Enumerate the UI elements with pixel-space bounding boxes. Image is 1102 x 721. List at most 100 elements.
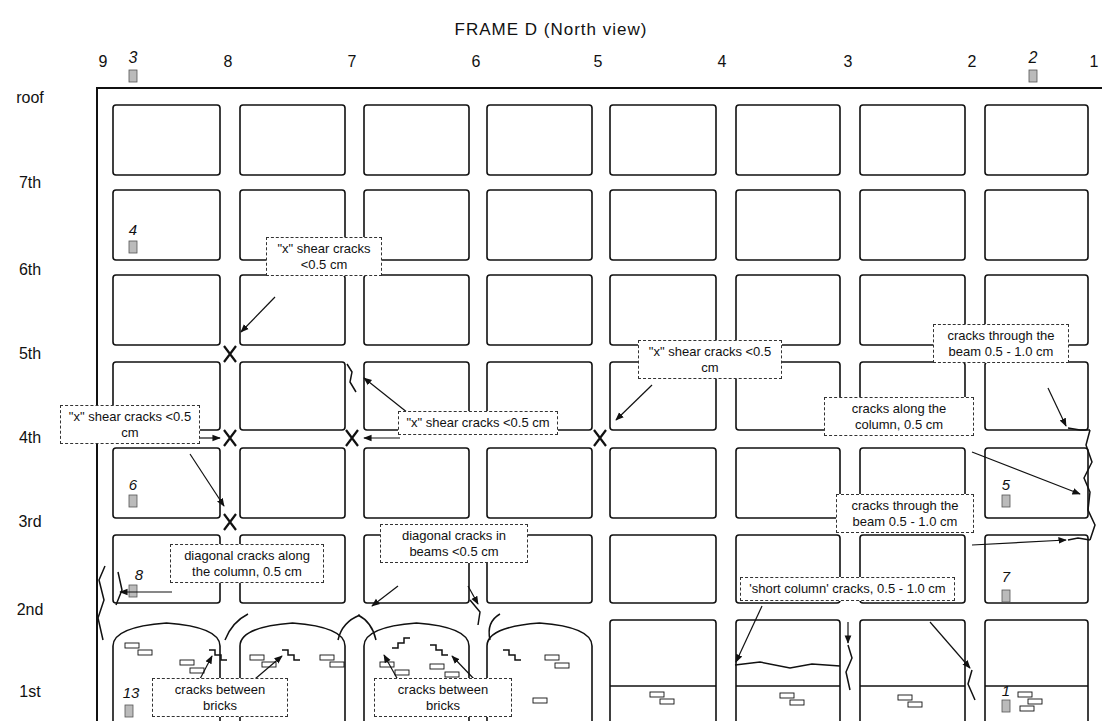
callout-box: diagonal cracks along the column, 0.5 cm: [170, 544, 324, 583]
gauge-marker: [1002, 590, 1010, 602]
window-opening: [610, 535, 716, 603]
callout-text: diagonal cracks along the column, 0.5 cm: [176, 548, 318, 579]
callout-number: 13: [123, 685, 140, 700]
window-opening: [113, 275, 220, 345]
callout-number: 4: [129, 222, 137, 237]
window-opening: [736, 448, 840, 518]
callout-number: 8: [135, 567, 143, 582]
brick: [1018, 692, 1032, 697]
brick: [545, 655, 559, 660]
window-opening: [610, 190, 716, 260]
brick: [180, 660, 194, 665]
floor-label: 2nd: [17, 602, 44, 618]
callout-box: cracks along the column, 0.5 cm: [824, 397, 974, 436]
grid-number: 6: [472, 54, 481, 70]
grid-number: 8: [224, 54, 233, 70]
ground-opening: [736, 620, 840, 721]
brick: [533, 698, 547, 703]
brick: [650, 692, 664, 697]
window-opening: [985, 105, 1088, 175]
brick: [445, 672, 459, 677]
brick: [908, 702, 922, 707]
callout-box: "x" shear cracks <0.5 cm: [266, 237, 382, 276]
callout-number: 3: [129, 50, 138, 66]
window-opening: [240, 275, 345, 345]
infill-line: [860, 685, 965, 687]
brick: [790, 700, 804, 705]
window-opening: [364, 448, 469, 518]
infill-line: [736, 685, 840, 687]
brick: [1028, 699, 1042, 704]
gauge-marker: [129, 495, 137, 507]
floor-label: roof: [16, 90, 44, 106]
floor-label: 4th: [19, 430, 41, 446]
window-opening: [113, 190, 220, 260]
ground-opening: [985, 620, 1088, 721]
window-opening: [240, 448, 345, 518]
brick: [660, 699, 674, 704]
callout-box: "x" shear cracks <0.5 cm: [638, 340, 782, 379]
callout-box: "x" shear cracks <0.5 cm: [398, 411, 558, 435]
callout-box: "x" shear cracks <0.5 cm: [60, 405, 200, 444]
window-opening: [610, 105, 716, 175]
callout-text: diagonal cracks in beams <0.5 cm: [386, 528, 522, 559]
grid-number: 7: [348, 54, 357, 70]
window-opening: [240, 362, 345, 430]
window-opening: [487, 105, 592, 175]
floor-label: 7th: [19, 175, 41, 191]
gauge-marker: [1002, 495, 1010, 507]
window-opening: [364, 275, 469, 345]
gauge-marker: [1029, 70, 1037, 82]
infill-line: [985, 685, 1088, 687]
window-opening: [364, 105, 469, 175]
grid-number: 1: [1090, 54, 1099, 70]
grid-number: 4: [718, 54, 727, 70]
gauge-marker: [1002, 700, 1010, 712]
brick: [380, 662, 394, 667]
ground-opening: [860, 620, 965, 721]
brick: [395, 670, 409, 675]
window-opening: [985, 362, 1088, 430]
brick: [190, 668, 204, 673]
brick: [138, 650, 152, 655]
window-opening: [985, 448, 1088, 518]
window-opening: [610, 448, 716, 518]
x-shear-marks: [224, 346, 606, 530]
infill-line: [610, 685, 716, 687]
window-opening: [610, 275, 716, 345]
callout-text: 'short column' cracks, 0.5 - 1.0 cm: [746, 581, 949, 597]
callout-box: cracks through the beam 0.5 - 1.0 cm: [933, 324, 1069, 363]
callout-text: "x" shear cracks <0.5 cm: [404, 415, 552, 431]
callout-number: 7: [1002, 569, 1010, 584]
window-opening: [736, 105, 840, 175]
gauge-marker: [129, 585, 137, 597]
gauge-markers: [125, 70, 1037, 717]
window-opening: [113, 448, 220, 518]
brick: [430, 664, 444, 669]
floor-label: 1st: [19, 684, 40, 700]
callout-text: cracks along the column, 0.5 cm: [830, 401, 968, 432]
callout-number: 6: [129, 477, 137, 492]
brick: [555, 663, 569, 668]
callout-text: "x" shear cracks <0.5 cm: [66, 409, 194, 440]
gauge-marker: [129, 241, 137, 253]
window-opening: [985, 535, 1088, 603]
callout-number: 5: [1002, 477, 1010, 492]
callout-box: cracks between bricks: [374, 678, 512, 717]
brick: [250, 655, 264, 660]
window-opening: [736, 275, 840, 345]
callout-text: "x" shear cracks <0.5 cm: [272, 241, 376, 272]
callout-text: cracks between bricks: [158, 682, 282, 713]
grid-number: 5: [594, 54, 603, 70]
window-opening: [487, 275, 592, 345]
floor-label: 6th: [19, 262, 41, 278]
window-opening: [240, 105, 345, 175]
window-openings: [113, 105, 1088, 721]
floor-label: 5th: [19, 346, 41, 362]
callout-box: cracks through the beam 0.5 - 1.0 cm: [836, 494, 974, 533]
callout-text: "x" shear cracks <0.5 cm: [644, 344, 776, 375]
window-opening: [985, 190, 1088, 260]
callout-box: diagonal cracks in beams <0.5 cm: [380, 524, 528, 563]
callout-text: cracks between bricks: [380, 682, 506, 713]
gauge-marker: [129, 70, 137, 82]
